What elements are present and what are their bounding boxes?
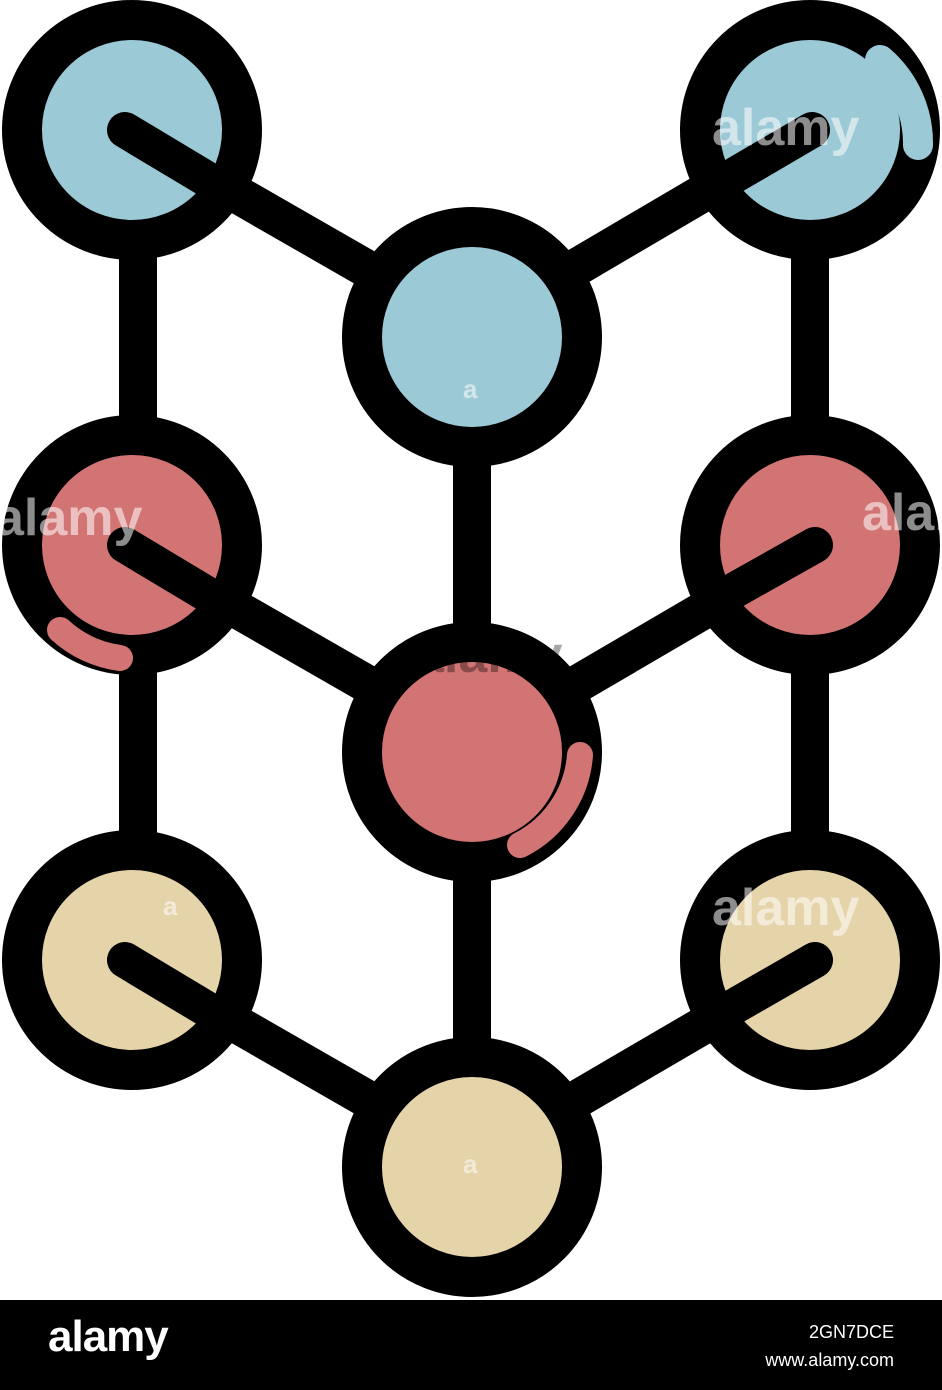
- watermark-small-a-center-top: a: [463, 374, 478, 404]
- watermark-top-right: alamy: [712, 99, 860, 157]
- atom-center-bottom-beige: [342, 1037, 602, 1297]
- watermark-small-a-left-bottom: a: [163, 891, 178, 921]
- watermark-small-a-center-bottom: a: [463, 1149, 478, 1179]
- accent-center-middle: [507, 742, 593, 858]
- stub-left-middle: [107, 527, 223, 611]
- watermark-center-middle: alamy: [415, 626, 563, 684]
- stub-right-bottom: [717, 942, 833, 1024]
- atom-center-top-blue: [342, 207, 602, 467]
- watermark-right-middle: alamy: [862, 484, 942, 542]
- watermarks: alamy alamy alamy alamy alamy a a a: [0, 99, 942, 1179]
- stub-left-bottom: [107, 942, 223, 1026]
- stub-left-top: [107, 112, 223, 196]
- stub-right-middle: [717, 527, 833, 608]
- molecule-network-icon: alamy alamy alamy alamy alamy a a a: [0, 0, 942, 1297]
- accent-left-middle: [47, 617, 133, 671]
- stub-right-top: [717, 112, 830, 193]
- accent-right-top: [865, 45, 933, 160]
- footer-url: www.alamy.com: [765, 1350, 894, 1370]
- stock-footer-bar: alamy 2GN7DCE www.alamy.com: [0, 1300, 942, 1390]
- watermark-right-bottom: alamy: [712, 879, 860, 937]
- footer-image-id: 2GN7DCE: [808, 1322, 894, 1342]
- footer-logo: alamy: [48, 1312, 169, 1361]
- highlight-strokes: [47, 45, 933, 1026]
- watermark-left-middle: alamy: [0, 489, 143, 547]
